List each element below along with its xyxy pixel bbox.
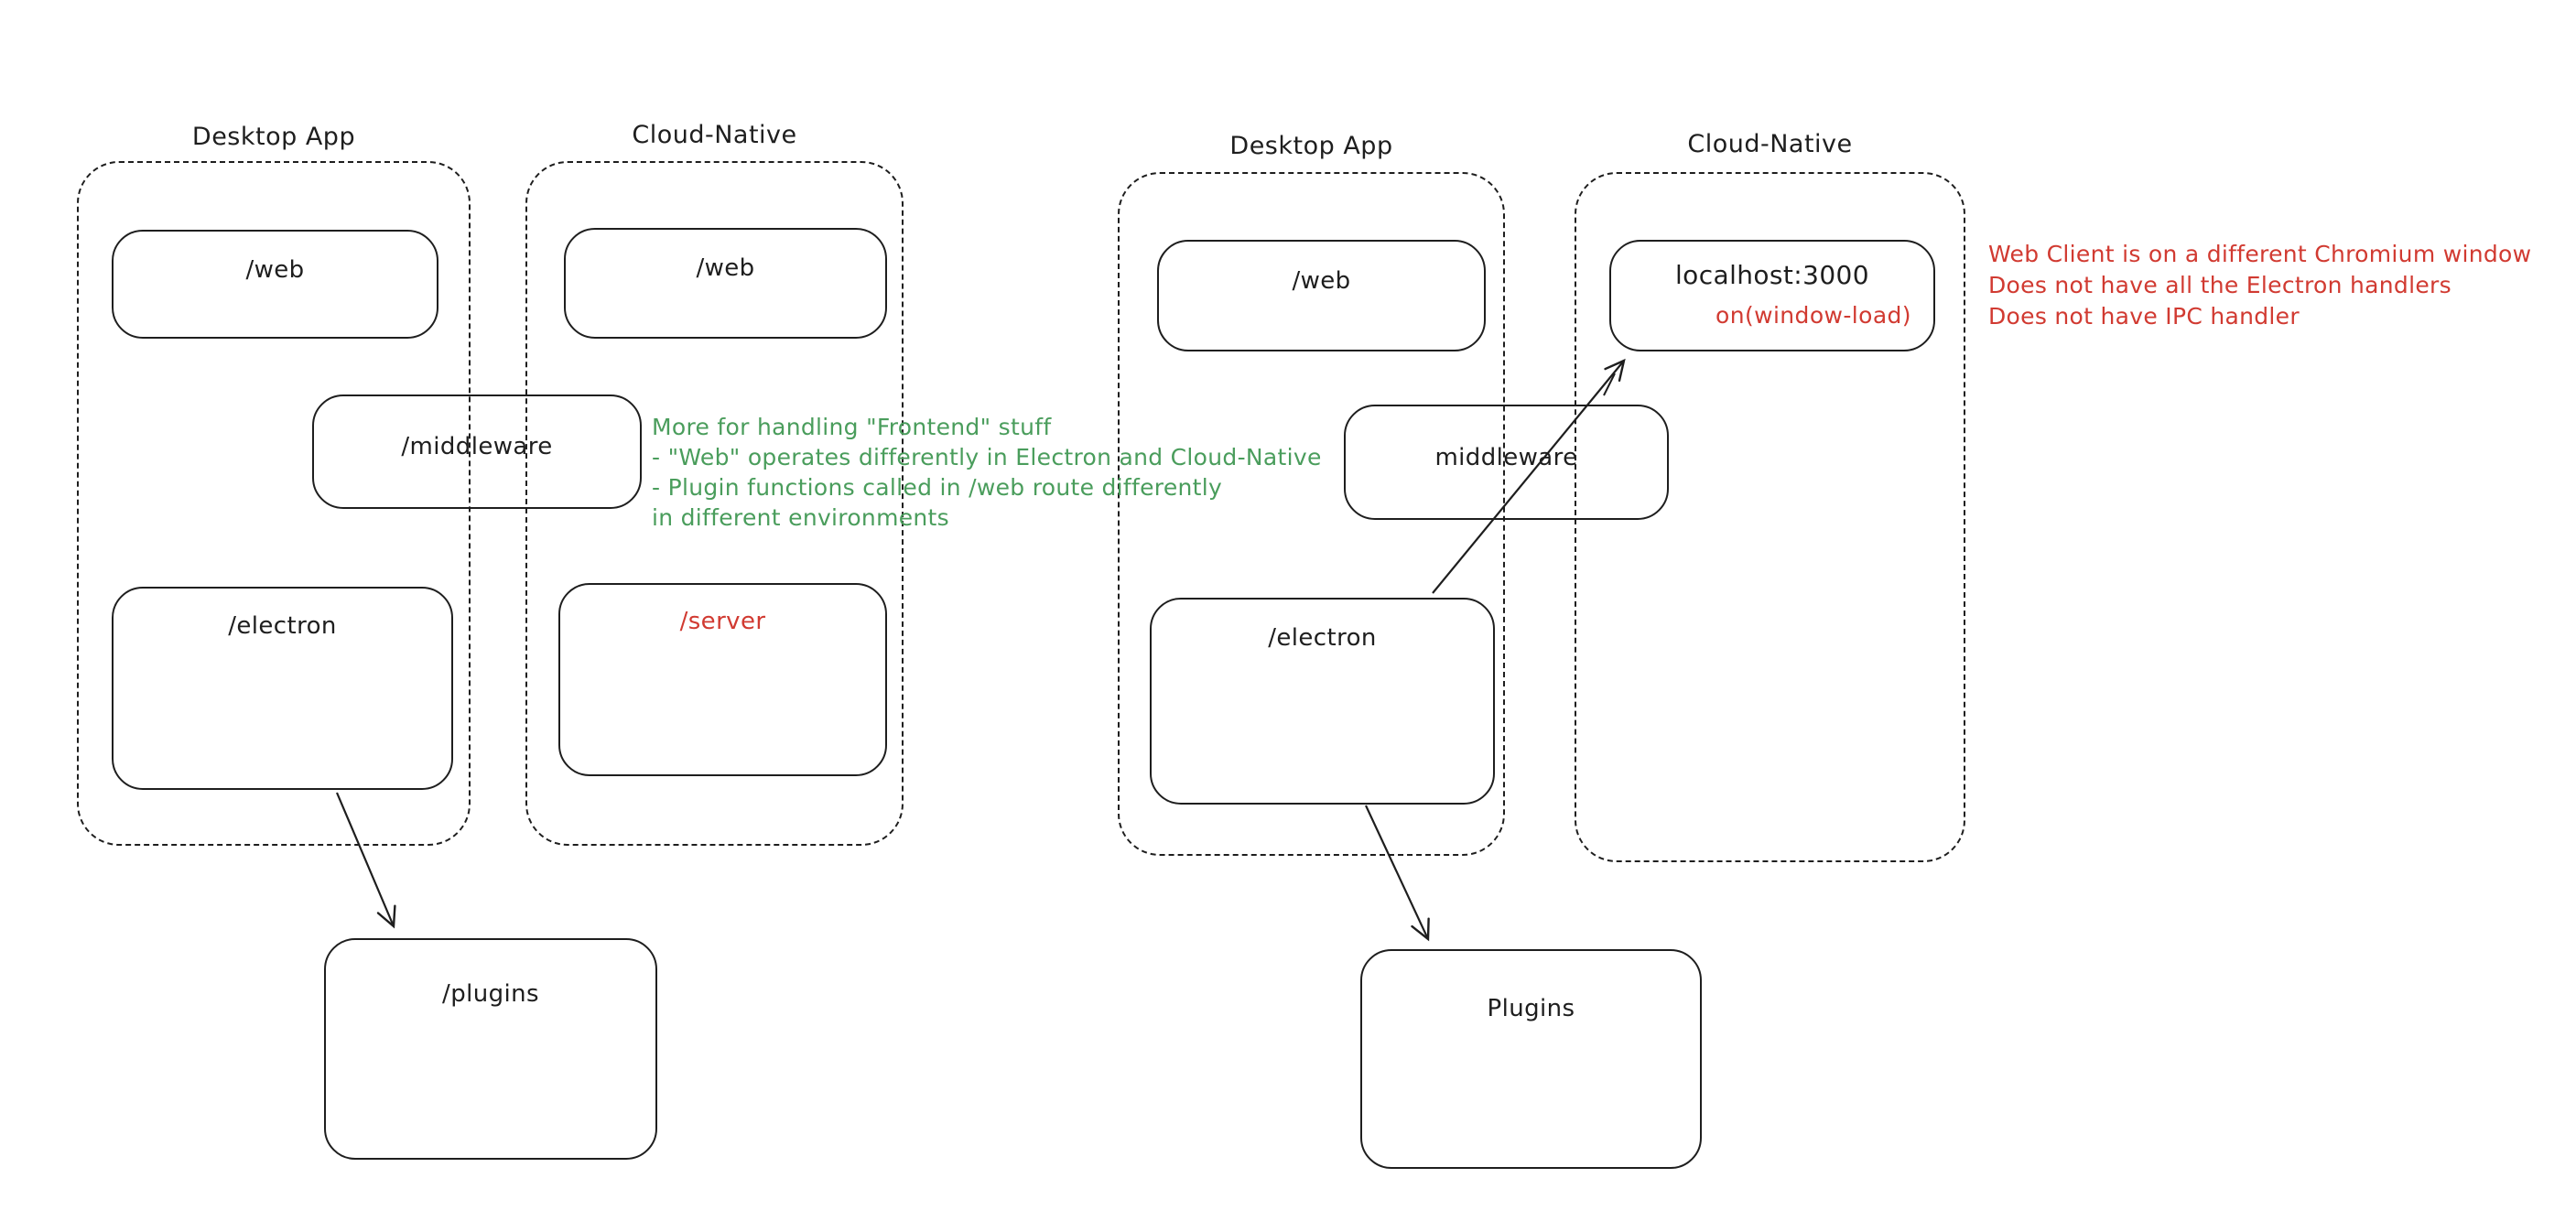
red-note-line-1: Web Client is on a different Chromium wi…: [1988, 241, 2532, 267]
window-load-label: on(window-load): [1716, 302, 1911, 329]
left-cloud-native-title: Cloud-Native: [632, 121, 797, 149]
left-server-box: /server: [558, 583, 887, 776]
right-desktop-web-box: /web: [1157, 240, 1486, 351]
left-middleware-box: /middleware: [312, 394, 642, 509]
left-desktop-app-container: [77, 161, 471, 846]
right-middleware-box: middleware: [1344, 405, 1669, 520]
left-desktop-web-box: /web: [112, 230, 438, 339]
localhost-label: localhost:3000: [1675, 260, 1869, 290]
decorative-stroke: [928, 883, 936, 915]
green-note-line-4: in different environments: [652, 504, 949, 531]
right-electron-box: /electron: [1150, 598, 1495, 805]
red-note-line-2: Does not have all the Electron handlers: [1988, 272, 2452, 298]
right-cloud-native-title: Cloud-Native: [1687, 130, 1853, 158]
right-plugins-box: Plugins: [1360, 949, 1702, 1169]
left-cloud-web-box: /web: [564, 228, 887, 339]
right-desktop-app-title: Desktop App: [1229, 132, 1393, 160]
left-electron-box: /electron: [112, 587, 453, 790]
right-localhost-box: localhost:3000 on(window-load): [1609, 240, 1935, 351]
left-desktop-app-title: Desktop App: [191, 123, 356, 151]
left-cloud-native-container: [525, 161, 904, 846]
green-note-line-2: - "Web" operates differently in Electron…: [652, 444, 1322, 470]
left-plugins-box: /plugins: [324, 938, 657, 1160]
green-note-line-1: More for handling "Frontend" stuff: [652, 414, 1052, 440]
green-note-line-3: - Plugin functions called in /web route …: [652, 474, 1223, 501]
red-note-line-3: Does not have IPC handler: [1988, 303, 2300, 330]
